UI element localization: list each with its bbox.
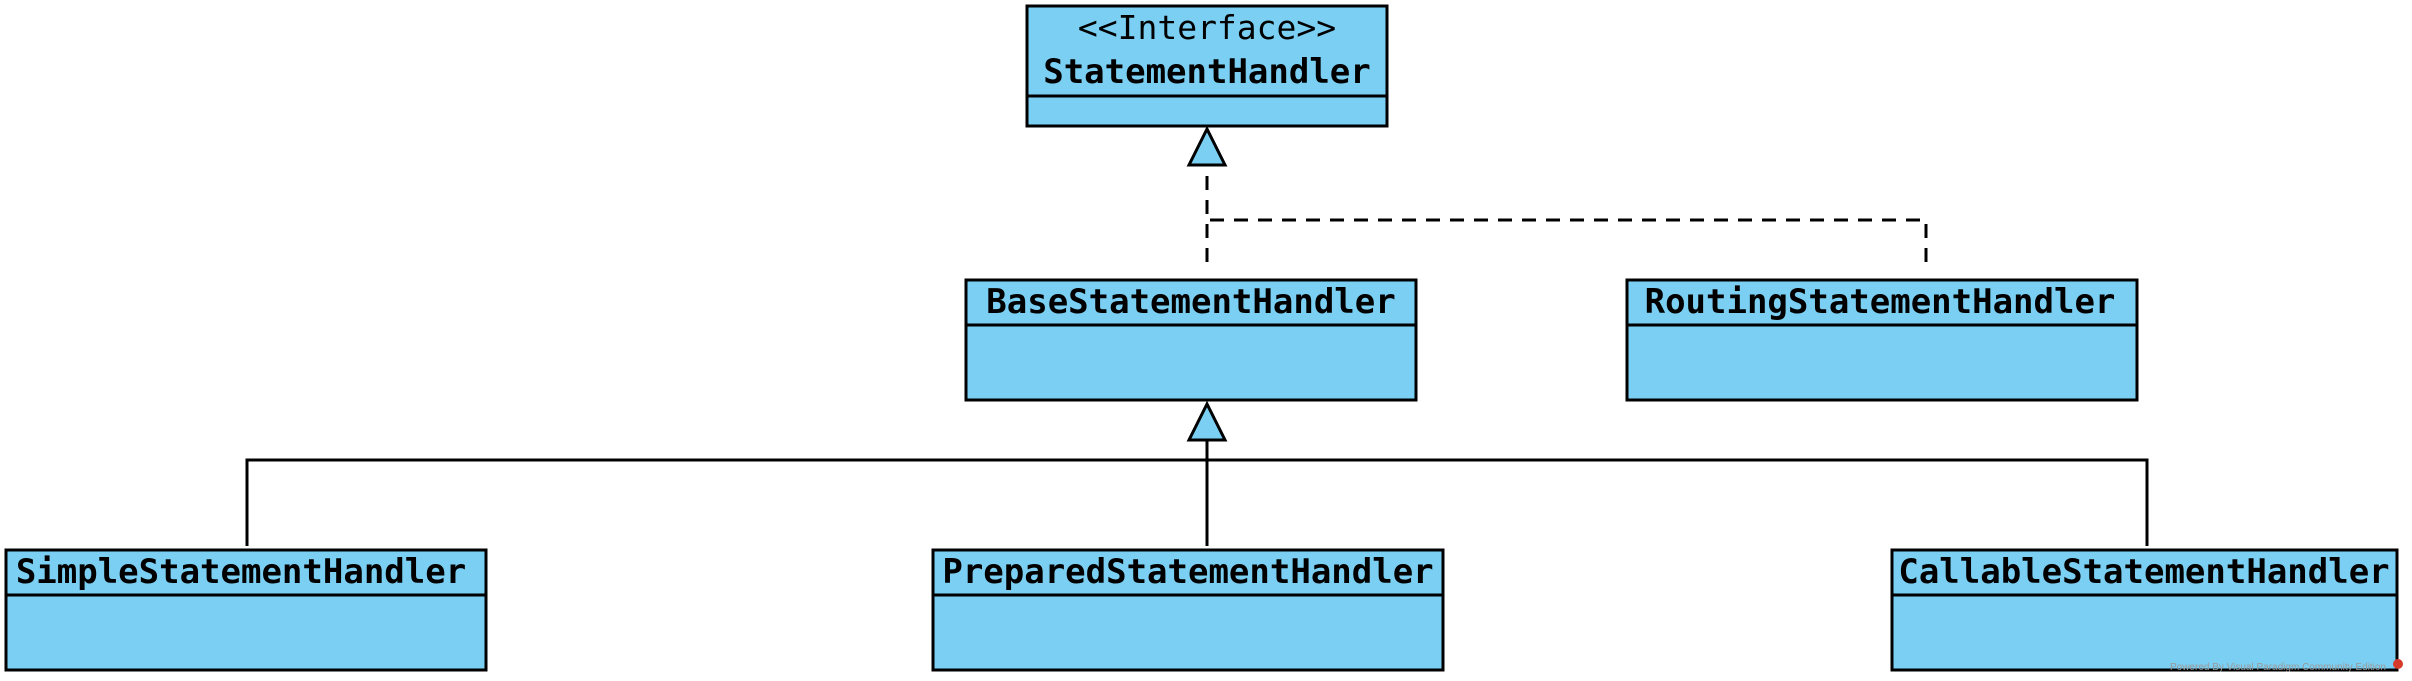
realization-edges — [1186, 125, 1928, 262]
watermark: Powered By Visual Paradigm Community Edi… — [2170, 659, 2403, 673]
generalization-edge-simple — [245, 458, 1207, 546]
visual-paradigm-logo-icon — [2393, 659, 2403, 669]
interface-stereotype: <<Interface>> — [1078, 8, 1336, 47]
class-routing-statement-handler[interactable]: RoutingStatementHandler — [1625, 278, 2139, 402]
class-name: RoutingStatementHandler — [1645, 282, 2116, 322]
generalization-edge-callable — [1207, 458, 2149, 546]
class-name: CallableStatementHandler — [1898, 552, 2389, 592]
class-callable-statement-handler[interactable]: CallableStatementHandler — [1890, 548, 2399, 672]
realization-edge-routing — [1207, 218, 1928, 262]
class-prepared-statement-handler[interactable]: PreparedStatementHandler — [931, 548, 1445, 672]
class-name: SimpleStatementHandler — [16, 552, 466, 592]
class-base-statement-handler[interactable]: BaseStatementHandler — [964, 278, 1418, 402]
generalization-edges — [245, 400, 2149, 546]
class-name: PreparedStatementHandler — [942, 552, 1433, 592]
class-statement-handler[interactable]: <<Interface>> StatementHandler — [1025, 4, 1389, 128]
realization-arrowhead-icon — [1186, 125, 1228, 167]
class-name: StatementHandler — [1043, 52, 1371, 92]
watermark-text: Powered By Visual Paradigm Community Edi… — [2170, 662, 2386, 673]
class-simple-statement-handler[interactable]: SimpleStatementHandler — [4, 548, 488, 672]
generalization-arrowhead-icon — [1186, 400, 1228, 442]
class-name: BaseStatementHandler — [986, 282, 1395, 322]
